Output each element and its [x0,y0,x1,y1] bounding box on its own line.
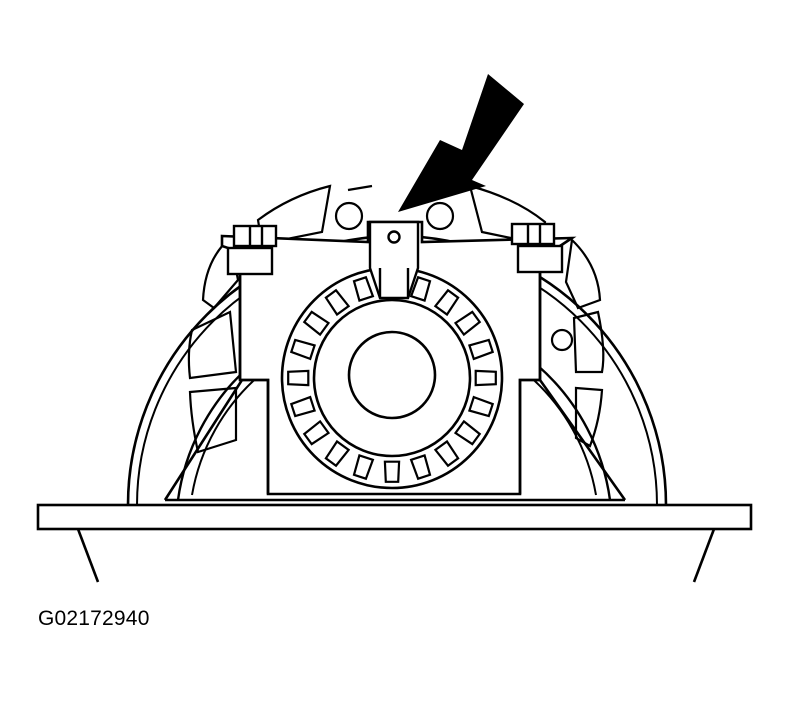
left-bolt [226,224,278,276]
reluctor-tooth [453,310,482,337]
reluctor-tooth [409,453,432,481]
reluctor-tooth [467,338,495,361]
reluctor-tooth [409,275,432,303]
pointer-arrow [398,74,524,212]
reluctor-teeth [287,275,497,483]
disc-windows-right [564,237,605,448]
reluctor-tooth [302,310,331,337]
base-plate [36,503,753,583]
reluctor-tooth [324,439,351,468]
reluctor-tooth [287,369,310,387]
reluctor-tooth [324,288,351,317]
reluctor-tooth [467,395,495,418]
reluctor-tooth [433,439,460,468]
reluctor-tooth [453,419,482,446]
figure-id-caption: G02172940 [38,607,150,630]
crank-hub [347,330,437,420]
reluctor-tooth [352,453,375,481]
right-bolt [510,222,564,274]
reluctor-tooth [352,275,375,303]
reluctor-tooth [289,395,317,418]
reluctor-tooth [474,369,497,387]
reluctor-tooth [289,338,317,361]
reluctor-tooth [433,288,460,317]
reluctor-tooth [302,419,331,446]
reluctor-tooth [383,460,401,483]
timing-pin-bracket [368,220,420,300]
